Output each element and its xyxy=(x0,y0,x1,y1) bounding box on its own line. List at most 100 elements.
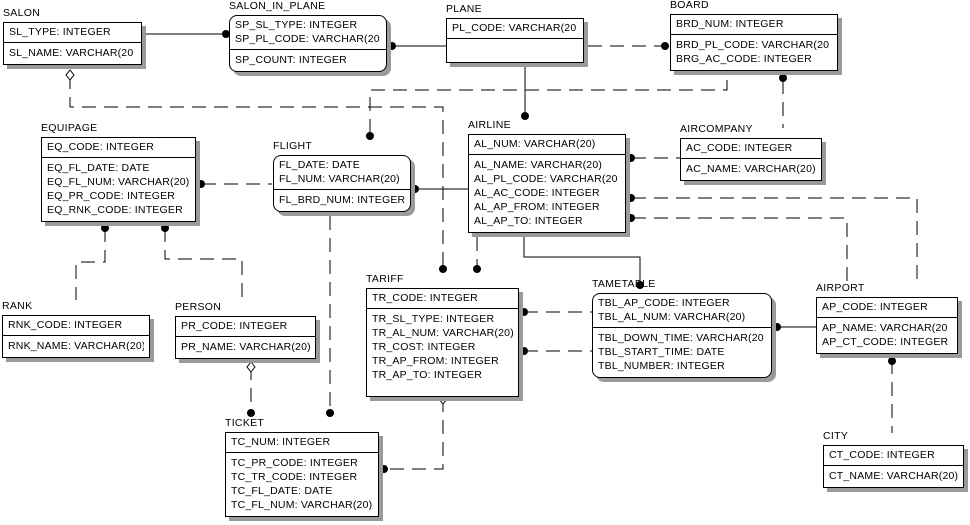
rel-airline-tametable xyxy=(523,237,641,282)
entity-rank[interactable]: RANK RNK_CODE: INTEGER RNK_NAME: VARCHAR… xyxy=(2,300,150,358)
entity-flight[interactable]: FLIGHT FL_DATE: DATE FL_NUM: VARCHAR(20)… xyxy=(273,140,411,212)
pk-attribute: RNK_CODE: INTEGER xyxy=(8,319,123,331)
rel-end-dot xyxy=(197,180,205,188)
entity-title: SALON_IN_PLANE xyxy=(229,0,326,12)
attribute: TBL_START_TIME: DATE xyxy=(598,346,725,358)
attribute: BRG_AC_CODE: INTEGER xyxy=(676,53,812,65)
pk-attribute: TBL_AL_NUM: VARCHAR(20) xyxy=(598,311,746,323)
pk-attribute: EQ_CODE: INTEGER xyxy=(47,141,155,153)
rel-end-dot xyxy=(520,308,528,316)
rel-end-dot xyxy=(888,357,896,365)
attribute: CT_NAME: VARCHAR(20) xyxy=(829,470,958,482)
entity-aircompany[interactable]: AIRCOMPANY AC_CODE: INTEGER AC_NAME: VAR… xyxy=(680,123,822,181)
attribute: TC_PR_CODE: INTEGER xyxy=(231,457,358,469)
entity-title: AIRCOMPANY xyxy=(680,123,753,135)
entity-title: PLANE xyxy=(446,3,482,15)
rel-end-dot xyxy=(439,265,447,273)
entity-plane[interactable]: PLANE PL_CODE: VARCHAR(20 xyxy=(446,3,584,63)
entity-salon[interactable]: SALON SL_TYPE: INTEGER SL_NAME: VARCHAR(… xyxy=(3,7,142,65)
rel-person-equipage xyxy=(164,228,243,302)
entity-title: TICKET xyxy=(225,417,265,429)
rel-tariff-ticket xyxy=(384,398,444,470)
attribute: AP_NAME: VARCHAR(20 xyxy=(822,322,948,334)
entity-title: PERSON xyxy=(175,301,222,313)
rel-end-dot xyxy=(636,281,644,289)
pk-attribute: AC_CODE: INTEGER xyxy=(686,142,793,154)
entity-salon-in-plane[interactable]: SALON_IN_PLANE SP_SL_TYPE: INTEGER SP_PL… xyxy=(229,0,387,72)
entity-airport[interactable]: AIRPORT AP_CODE: INTEGER AP_NAME: VARCHA… xyxy=(816,282,958,354)
attribute: FL_BRD_NUM: INTEGER xyxy=(279,194,405,206)
rel-salon-tariff xyxy=(69,75,444,268)
pk-attribute: TR_CODE: INTEGER xyxy=(372,292,478,304)
entity-equipage[interactable]: EQUIPAGE EQ_CODE: INTEGER EQ_FL_DATE: DA… xyxy=(41,122,196,222)
entity-tariff[interactable]: TARIFF TR_CODE: INTEGER TR_SL_TYPE: INTE… xyxy=(366,273,519,397)
rel-end-dot xyxy=(380,465,388,473)
attribute: SL_NAME: VARCHAR(20 xyxy=(9,47,134,59)
pk-attribute: SP_PL_CODE: VARCHAR(20 xyxy=(235,33,380,45)
attribute: EQ_FL_NUM: VARCHAR(20) xyxy=(47,176,190,188)
rel-end-dot xyxy=(773,323,781,331)
entity-city[interactable]: CITY CT_CODE: INTEGER CT_NAME: VARCHAR(2… xyxy=(823,430,964,488)
rel-end-dot xyxy=(627,154,635,162)
rel-end-dot xyxy=(101,224,109,232)
pk-attribute: TC_NUM: INTEGER xyxy=(231,436,331,448)
rel-end-dot xyxy=(161,224,169,232)
rel-end-dot xyxy=(779,74,787,82)
attribute: TC_TR_CODE: INTEGER xyxy=(231,471,358,483)
rel-rank-equipage xyxy=(75,228,106,300)
attribute: TR_COST: INTEGER xyxy=(372,341,476,353)
rel-end-dot xyxy=(473,265,481,273)
attribute: TR_AP_FROM: INTEGER xyxy=(372,355,499,367)
pk-attribute: CT_CODE: INTEGER xyxy=(829,449,935,461)
entity-title: EQUIPAGE xyxy=(41,122,98,134)
pk-attribute: PR_CODE: INTEGER xyxy=(181,320,288,332)
attribute: AC_NAME: VARCHAR(20) xyxy=(686,163,816,175)
entity-title: RANK xyxy=(2,300,33,312)
entity-title: FLIGHT xyxy=(273,140,313,152)
pk-attribute: FL_DATE: DATE xyxy=(279,159,360,171)
attribute: EQ_FL_DATE: DATE xyxy=(47,162,150,174)
entity-person[interactable]: PERSON PR_CODE: INTEGER PR_NAME: VARCHAR… xyxy=(175,301,316,359)
attribute: AP_CT_CODE: INTEGER xyxy=(822,336,949,348)
rel-diamond-person xyxy=(246,361,256,373)
rel-end-dot xyxy=(520,347,528,355)
attribute: PR_NAME: VARCHAR(20) xyxy=(181,341,310,353)
rel-end-dot xyxy=(521,112,529,120)
attribute: AL_AP_FROM: INTEGER xyxy=(474,201,600,213)
rel-end-dot xyxy=(222,30,230,38)
pk-attribute: BRD_NUM: INTEGER xyxy=(676,18,784,30)
entity-airline[interactable]: AIRLINE AL_NUM: VARCHAR(20) AL_NAME: VAR… xyxy=(468,119,626,233)
entity-title: AIRPORT xyxy=(816,282,865,294)
entity-ticket[interactable]: TICKET TC_NUM: INTEGER TC_PR_CODE: INTEG… xyxy=(225,417,379,517)
attribute: TR_AP_TO: INTEGER xyxy=(372,369,482,381)
attribute: TC_FL_NUM: VARCHAR(20) xyxy=(231,499,373,511)
attribute: BRD_PL_CODE: VARCHAR(20 xyxy=(676,39,830,51)
attribute: AL_PL_CODE: VARCHAR(20 xyxy=(474,173,618,185)
rel-board-flight xyxy=(369,80,728,135)
attribute: TBL_NUMBER: INTEGER xyxy=(598,360,725,372)
rel-end-dot xyxy=(247,409,255,417)
attribute: SP_COUNT: INTEGER xyxy=(235,54,347,66)
rel-end-dot xyxy=(388,42,396,50)
entity-title: TAMETABLE xyxy=(592,278,656,290)
attribute: AL_AP_TO: INTEGER xyxy=(474,215,583,227)
pk-attribute: AP_CODE: INTEGER xyxy=(822,301,928,313)
entity-title: TARIFF xyxy=(366,273,404,285)
entity-title: AIRLINE xyxy=(468,119,511,131)
pk-attribute: FL_NUM: VARCHAR(20) xyxy=(279,173,400,185)
entity-title: BOARD xyxy=(670,0,709,11)
attribute: EQ_RNK_CODE: INTEGER xyxy=(47,204,183,216)
rel-end-dot xyxy=(411,185,419,193)
pk-attribute: PL_CODE: VARCHAR(20 xyxy=(452,22,577,34)
entity-title: CITY xyxy=(823,430,849,442)
rel-end-dot xyxy=(627,194,635,202)
attribute: EQ_PR_CODE: INTEGER xyxy=(47,190,176,202)
entity-tametable[interactable]: TAMETABLE TBL_AP_CODE: INTEGER TBL_AL_NU… xyxy=(592,278,772,378)
rel-end-dot xyxy=(366,132,374,140)
entity-board[interactable]: BOARD BRD_NUM: INTEGER BRD_PL_CODE: VARC… xyxy=(670,0,838,71)
rel-end-dot xyxy=(627,214,635,222)
attribute: AL_NAME: VARCHAR(20) xyxy=(474,159,603,171)
pk-attribute: SP_SL_TYPE: INTEGER xyxy=(235,19,358,31)
attribute: TR_AL_NUM: VARCHAR(20) xyxy=(372,327,513,339)
